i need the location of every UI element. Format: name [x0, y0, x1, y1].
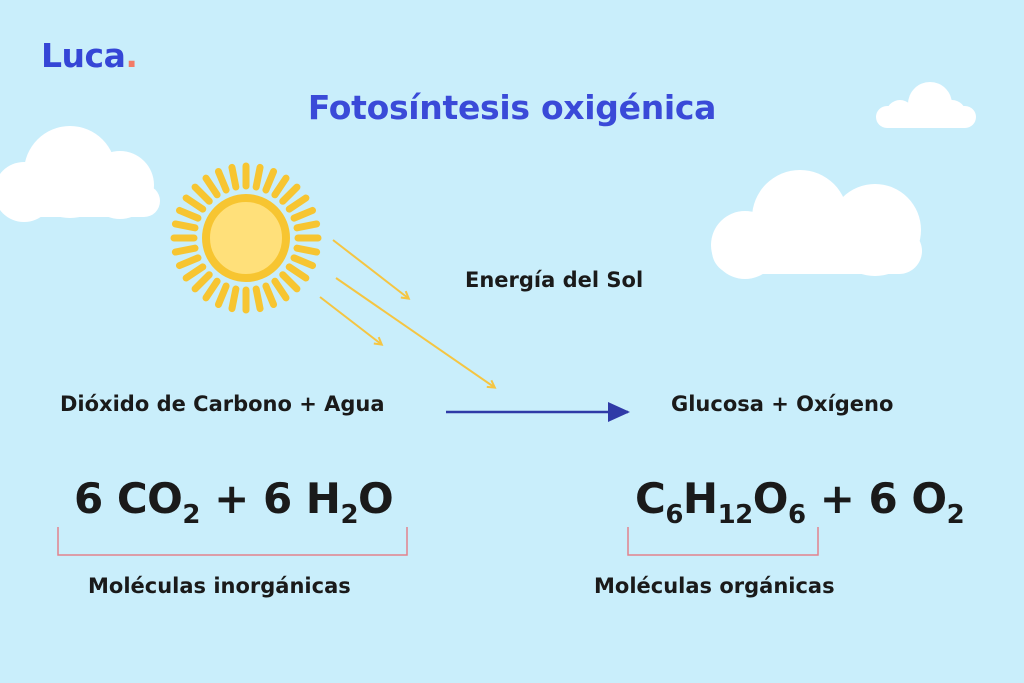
sun-ray: [175, 206, 202, 222]
brand-name: Luca: [41, 36, 126, 75]
page-title: Fotosíntesis oxigénica: [307, 88, 717, 127]
o2-subscript: 2: [946, 500, 965, 530]
sun-ray: [228, 163, 240, 191]
energy-label: Energía del Sol: [465, 268, 644, 292]
o-symbol: O: [752, 474, 789, 523]
sun-ray: [279, 271, 301, 293]
reactants-formula: 6 CO2 + 6 H2O: [74, 474, 394, 528]
sun-icon: [170, 162, 322, 314]
brand-logo: Luca.: [41, 36, 138, 75]
sun-ray: [271, 174, 290, 199]
sun-ray: [285, 263, 310, 282]
cloud-icon: [876, 82, 976, 128]
h2o-coefficient: 6: [262, 474, 292, 523]
sun-ray: [171, 220, 199, 232]
plus-sign: +: [819, 474, 855, 523]
sun-ray: [182, 263, 207, 282]
sun-ray: [290, 206, 317, 222]
inorganic-caption: Moléculas inorgánicas: [88, 574, 351, 598]
products-formula: C6H12O6 + 6 O2: [635, 474, 965, 528]
sun-ray: [191, 271, 213, 293]
sun-ray: [171, 244, 199, 256]
sun-ray: [290, 254, 317, 270]
sun-ray: [214, 167, 230, 194]
sun-ray: [262, 282, 278, 309]
sun-ray: [182, 194, 207, 213]
sun-ray: [228, 285, 240, 313]
sun-ray: [293, 220, 321, 232]
c-symbol: C: [635, 474, 666, 523]
sun-ray: [202, 174, 221, 199]
o-symbol: O: [358, 474, 394, 523]
reactants-label: Dióxido de Carbono + Agua: [60, 392, 385, 416]
sun-ray: [279, 183, 301, 205]
products-label: Glucosa + Oxígeno: [671, 392, 894, 416]
sun-ray: [285, 194, 310, 213]
o2-symbol: O: [911, 474, 947, 523]
h-symbol: H: [682, 474, 718, 523]
h-symbol: H: [305, 474, 341, 523]
sun-ray: [252, 163, 264, 191]
sun-ray: [175, 254, 202, 270]
sun-ray: [252, 285, 264, 313]
plus-sign: +: [214, 474, 249, 523]
cloud-icon: [711, 170, 922, 279]
c-subscript: 6: [665, 500, 683, 530]
cloud-icon: [0, 126, 160, 222]
sunlight-arrow-icon: [319, 239, 494, 387]
sun-ray: [271, 277, 290, 302]
co2-symbol: CO: [116, 474, 183, 523]
sun-ray: [293, 244, 321, 256]
organic-caption: Moléculas orgánicas: [594, 574, 835, 598]
h-subscript: 2: [340, 500, 359, 530]
organic-bracket: [627, 527, 819, 556]
co2-coefficient: 6: [74, 474, 103, 523]
h-subscript: 12: [717, 500, 754, 530]
sun-ray: [214, 282, 230, 309]
sun-ray: [262, 167, 278, 194]
sun-ray: [191, 183, 213, 205]
co2-subscript: 2: [182, 500, 200, 530]
o-subscript: 6: [787, 500, 806, 530]
inorganic-bracket: [57, 527, 408, 556]
o2-coefficient: 6: [868, 474, 898, 523]
brand-dot: .: [125, 36, 138, 75]
sun-ray: [202, 277, 221, 302]
